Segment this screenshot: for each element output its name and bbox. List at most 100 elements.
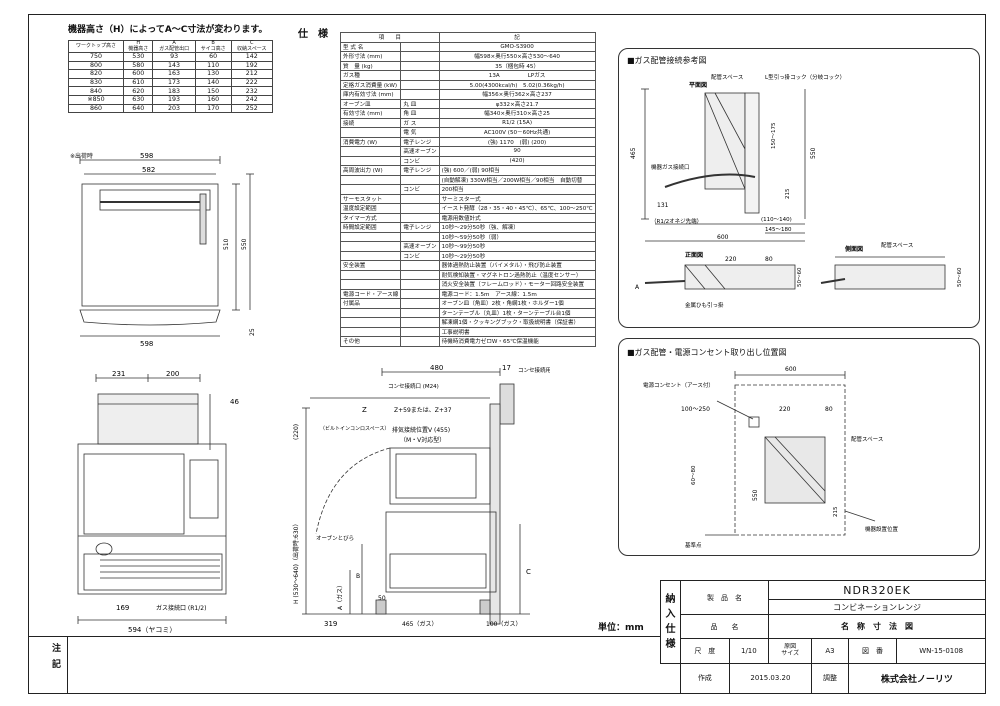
spec-item: [339, 184, 402, 194]
height-table-header: ワークトップ高さ: [67, 40, 125, 53]
spec-subitem: [400, 79, 440, 90]
outlet-spot-label: 機器設置位置: [865, 525, 899, 533]
spec-subitem: 高速オーブン: [400, 146, 440, 157]
height-table-cell: 222: [230, 77, 274, 88]
spec-subitem: 電 気: [400, 127, 440, 138]
spec-value: 90: [438, 146, 596, 157]
spec-subitem: コンビ: [400, 184, 440, 195]
spec-value: (強) 1170 (弱) (200): [438, 136, 596, 147]
size-label: 原図 サイズ: [768, 638, 813, 664]
company-name: 株式会社ノーリツ: [847, 662, 987, 695]
spec-value: 電源コード：1.5m アース線：1.5m: [438, 288, 596, 299]
spec-subitem: [400, 231, 440, 242]
spec-item: 消費電力 (W): [339, 136, 402, 147]
spec-col-item: 項 目: [340, 32, 440, 43]
spec-value: (420): [438, 155, 596, 166]
spec-subitem: [400, 260, 440, 271]
gas-dim-a: A: [635, 284, 640, 291]
dim-b: B: [356, 573, 360, 580]
drawing-sheet: [28, 14, 986, 694]
height-table-cell: 212: [230, 69, 274, 79]
height-table-cell: 860: [67, 103, 125, 114]
gas-panel-title: ■ガス配管接続参考図: [627, 56, 707, 65]
height-table-title: 機器高さ（H）によってA～C寸法が変わります。: [68, 25, 268, 35]
gas-dim-215: 215: [785, 188, 791, 199]
spec-row: サーモスタットサーミスター式: [339, 193, 596, 204]
spec-subitem: 高速オーブン: [400, 241, 440, 252]
spec-value: 耐気検知装置・マグネトロン過熱防止（温度センサー）: [438, 269, 596, 280]
dim-a: A（ガス）: [336, 582, 344, 610]
outlet-base-label: 基準点: [685, 541, 702, 549]
label-z59: Z+59または、Z+37: [394, 407, 452, 414]
gas-dim-150-175: 150～175: [771, 122, 777, 149]
spec-value: (強) 600／(弱) 90相当: [438, 165, 596, 176]
size-value: A3: [811, 638, 849, 664]
label-mv-type: （M・V対応型）: [400, 436, 445, 444]
spec-subitem: [400, 298, 440, 309]
spec-value: R1/2 (15A): [438, 117, 596, 128]
spec-row: (自動解凍) 330W相当／200W相当／90相当 自動切替: [339, 174, 596, 185]
created-date: 2015.03.20: [728, 662, 813, 695]
height-table-cell: 150: [194, 86, 232, 96]
outlet-dim-60-80: 60～80: [691, 465, 697, 485]
dim-50: 50: [378, 595, 386, 602]
outlet-position-panel: ■ガス配管・電源コンセント取り出し位置図 電源コンセント（アース付） 600 1…: [618, 338, 980, 556]
spec-subitem: [400, 51, 440, 62]
drawing-number: WN-15-0108: [896, 638, 986, 664]
spec-item: [339, 317, 402, 327]
spec-value: 幅598×奥行550×高さ530～640: [438, 51, 596, 62]
spec-subitem: [400, 203, 440, 214]
spec-item: 有効寸法 (mm): [339, 108, 402, 119]
spec-subitem: [400, 326, 440, 337]
height-table-cell: 530: [123, 52, 154, 62]
spec-row: 耐気検知装置・マグネトロン過熱防止（温度センサー）: [339, 269, 596, 280]
spec-value: 35（梱包時 45）: [438, 60, 596, 71]
outlet-position-drawing: 電源コンセント（アース付） 600 100～250 220 80 60～80 5…: [643, 366, 899, 549]
scale-label: 尺 度: [680, 638, 730, 664]
spec-row: 高周波出力 (W)電子レンジ(強) 600／(弱) 90相当: [339, 165, 596, 176]
spec-item: 電源コード・アース線: [339, 288, 402, 299]
gas-dim-131: 131: [657, 202, 669, 209]
spec-subitem: ガ ス: [400, 117, 440, 128]
spec-subitem: [400, 279, 440, 290]
dim-480: 480: [430, 364, 443, 372]
spec-value: ターンテーブル（丸皿）1枚・ターンテーブル台1個: [438, 307, 596, 318]
label-connector-m24: コンセ接続口 (M24): [388, 382, 439, 390]
gas-dim-50-60a: 50～60: [797, 267, 803, 287]
outlet-dim-100-250: 100～250: [681, 406, 710, 413]
front-view-drawing: 598 582 510 550 25 598: [79, 152, 256, 348]
spec-value: 消火安全装置（フレームロッド）・モーター回路安全装置: [438, 279, 596, 290]
label-builtin-space: （ビルトインコンロスペース）: [320, 425, 389, 432]
spec-subitem: [400, 193, 440, 204]
dim-598-bottom: 598: [140, 340, 153, 348]
dim-46: 46: [230, 398, 239, 406]
spec-item: タイマー方式: [339, 212, 402, 223]
spec-value: サーミスター式: [438, 193, 596, 204]
spec-subitem: コンビ: [400, 250, 440, 261]
spec-item: その他: [339, 336, 402, 347]
item-name-label: 品 名: [679, 614, 770, 640]
height-table-cell: 160: [194, 94, 232, 105]
height-table-cell: 580: [123, 60, 154, 71]
spec-value: 10秒～29分50秒: [438, 250, 596, 261]
gas-piping-drawing: 平面図 配管スペース L型引っ掛コック（分岐コック） 機器ガス接続口 465 5…: [630, 73, 963, 309]
spec-value: 器体過熱防止装置（バイメタル）・飛び防止装置: [438, 260, 596, 271]
spec-item: 付属品: [339, 298, 402, 309]
dim-550-front: 550: [241, 238, 248, 250]
spec-item: [339, 250, 402, 261]
dim-17: 17: [502, 364, 511, 372]
spec-row: 有効寸法 (mm)角 皿幅340×奥行310×高さ25: [339, 108, 596, 119]
dim-582: 582: [142, 166, 155, 174]
spec-subitem: [400, 70, 440, 81]
dim-200: 200: [166, 370, 179, 378]
spec-row: 付属品オーブン皿（角皿）2枚・角網1枚・ホルダー1個: [339, 298, 596, 309]
spec-value: 待機時消費電力ゼロW・65℃保温機能: [438, 336, 596, 347]
spec-value: 電源用数値計式: [438, 212, 596, 223]
